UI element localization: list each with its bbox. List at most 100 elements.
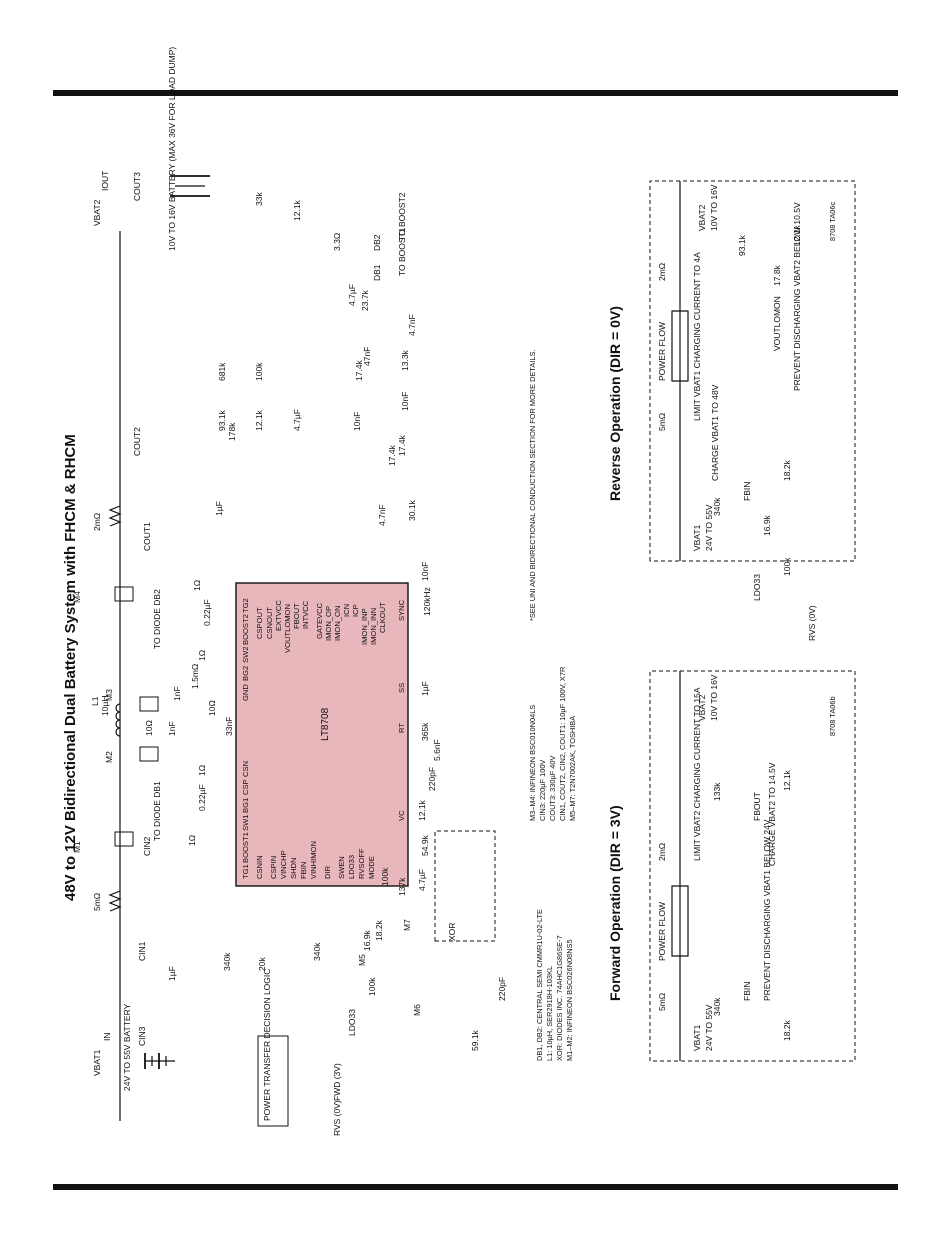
svg-text:M4: M4 xyxy=(72,591,82,603)
label-cin1: CIN1 xyxy=(137,941,147,961)
label-r-1ohm-b: 1Ω xyxy=(197,650,207,661)
svg-text:M1–M2: INFINEON BSC026N08NS5: M1–M2: INFINEON BSC026N08NS5 xyxy=(565,939,574,1061)
forward-fbin: FBIN xyxy=(742,982,752,1001)
pin-gnd: GND xyxy=(241,684,250,701)
pin-sw1: SW1 xyxy=(241,815,250,831)
label-r-3-3ohm: 3.3Ω xyxy=(332,233,342,251)
pin-ldo33: LDO33 xyxy=(347,855,356,879)
label-r-17-4k-c: 17.4k xyxy=(397,434,407,456)
reverse-inductor xyxy=(671,310,689,382)
pin-cspin: CSPIN xyxy=(269,856,278,879)
pin-bg1: BG1 xyxy=(241,798,250,813)
label-iout: IOUT xyxy=(100,171,110,191)
pin-sync: SYNC xyxy=(397,599,406,621)
svg-text:M5–M7: T2N7002AK, TOSHIBA: M5–M7: T2N7002AK, TOSHIBA xyxy=(568,716,577,821)
label-ldo33: LDO33 xyxy=(347,1009,357,1036)
label-c-5-6nf: 5.6nF xyxy=(432,739,442,761)
reverse-r-17-8k: 17.8k xyxy=(772,264,782,286)
label-m7: M7 xyxy=(402,919,412,931)
label-r-340k-a: 340k xyxy=(222,952,232,971)
reverse-limit: LIMIT VBAT1 CHARGING CURRENT TO 4A xyxy=(692,252,702,421)
pin-mode: MODE xyxy=(367,856,376,879)
label-fwd: FWD (3V) xyxy=(332,1063,342,1101)
label-r-23-7k: 23.7k xyxy=(360,289,370,311)
pin-fbout: FBOUT xyxy=(292,603,301,629)
forward-r-340k: 340k xyxy=(712,997,722,1016)
forward-vbat1: VBAT1 xyxy=(692,1024,702,1051)
pin-clkout: CLKOUT xyxy=(378,602,387,633)
reverse-r-100k: 100k xyxy=(782,557,792,576)
pin-boost2: BOOST2 xyxy=(241,614,250,645)
forward-r-12-1k: 12.1k xyxy=(782,769,792,791)
lt8708-ic xyxy=(235,582,409,887)
label-c-022uf-b: 0.22µF xyxy=(202,599,212,626)
reverse-prevent: PREVENT DISCHARGING VBAT2 BELOW 10.5V xyxy=(792,202,802,391)
label-r-365k: 365k xyxy=(420,722,430,741)
battery-vbat2 xyxy=(170,175,210,197)
forward-fbout: FBOUT xyxy=(752,792,762,821)
label-cout1: COUT1 xyxy=(142,522,152,551)
reverse-voutlomon: VOUTLOMON xyxy=(772,296,782,351)
forward-power-flow: POWER FLOW xyxy=(657,902,667,961)
pin-intvcc: INTVCC xyxy=(301,600,310,629)
forward-r-sense2: 2mΩ xyxy=(657,843,667,861)
label-sense2: 2mΩ xyxy=(92,513,102,531)
reverse-r-18-2k: 18.2k xyxy=(782,459,792,481)
pin-icp: ICP xyxy=(351,604,360,617)
reverse-r-340k: 340k xyxy=(712,497,722,516)
label-sense1: 5mΩ xyxy=(92,893,102,911)
label-c-10nf-c: 10nF xyxy=(420,562,430,581)
pin-cspout: CSPOUT xyxy=(255,607,264,639)
ic-pins-bottom: SYNC SS RT VC xyxy=(397,599,406,821)
label-r-1ohm-a: 1Ω xyxy=(197,765,207,776)
pin-tg1: TG1 xyxy=(241,864,250,879)
schematic-title: 48V to 12V Bidirectional Dual Battery Sy… xyxy=(62,434,79,901)
top-rule xyxy=(53,90,898,96)
label-c-47nf-a: 47nF xyxy=(362,347,372,366)
svg-text:COUT3: 330µF 40V: COUT3: 330µF 40V xyxy=(548,755,557,821)
bom-notes-right: M3–M4: INFINEON BSC010N04LS CIN3: 220µF … xyxy=(528,667,577,821)
reverse-r-sense1: 5mΩ xyxy=(657,413,667,431)
bottom-rule xyxy=(53,1184,898,1190)
svg-text:CIN3: 220µF 100V: CIN3: 220µF 100V xyxy=(538,760,547,821)
mosfet-m1: M1 xyxy=(72,831,134,853)
reverse-charge: CHARGE VBAT1 TO 48V xyxy=(710,384,720,481)
mosfet-m2: M2 xyxy=(104,746,159,763)
label-c-220pf: 220pF xyxy=(497,977,507,1001)
pin-rt: RT xyxy=(397,723,406,733)
inductor-l1 xyxy=(115,703,121,737)
pin-bg2: BG2 xyxy=(241,666,250,681)
pin-ss: SS xyxy=(397,683,406,693)
label-c-10nf-b: 10nF xyxy=(400,392,410,411)
pin-rvsoff: RVSOFF xyxy=(357,848,366,879)
label-r-12-1k-b: 12.1k xyxy=(292,199,302,221)
reverse-r-16-9k: 16.9k xyxy=(762,514,772,536)
ic-pins-top: TG1 BOOST1 SW1 BG1 CSP CSN GND BG2 SW2 B… xyxy=(241,598,250,879)
pin-boost1: BOOST1 xyxy=(241,832,250,863)
footnote-conduction: *SEE UNI AND BIDIRECTIONAL CONDUCTION SE… xyxy=(528,350,537,621)
label-r-681k: 681k xyxy=(217,362,227,381)
mosfet-m4: M4 xyxy=(72,586,134,603)
label-rvs: RVS (0V) xyxy=(332,1100,342,1136)
forward-r-sense1: 5mΩ xyxy=(657,993,667,1011)
label-r-10ohm-b: 10Ω xyxy=(207,700,217,716)
reverse-vbat1: VBAT1 xyxy=(692,524,702,551)
reverse-r-12-1k: 12.1k xyxy=(792,224,802,246)
label-c-1nf-a: 1nF xyxy=(172,686,182,701)
pin-imon-op: IMON_OP xyxy=(324,606,333,641)
label-xor: XOR xyxy=(447,923,457,941)
forward-vbat1-range: 24V TO 55V xyxy=(704,1004,714,1051)
pin-vinchp: VINCHP xyxy=(279,850,288,879)
reverse-r-sense2: 2mΩ xyxy=(657,263,667,281)
pin-extvcc: EXTVCC xyxy=(274,600,283,631)
label-r-100k-b: 100k xyxy=(254,362,264,381)
forward-tag: 8708 TA06b xyxy=(828,696,837,736)
battery-vbat1 xyxy=(144,1053,175,1069)
reverse-rvs: RVS (0V) xyxy=(807,605,817,641)
pin-gatevcc: GATEVCC xyxy=(315,602,324,639)
label-c-4-7nf: 4.7nF xyxy=(377,504,387,526)
bom-notes-left: DB1, DB2: CENTRAL SEMI CMMR1U-02-LTE L1:… xyxy=(535,909,574,1061)
label-r-340k-b: 340k xyxy=(312,942,322,961)
forward-r-133k: 133k xyxy=(712,782,722,801)
